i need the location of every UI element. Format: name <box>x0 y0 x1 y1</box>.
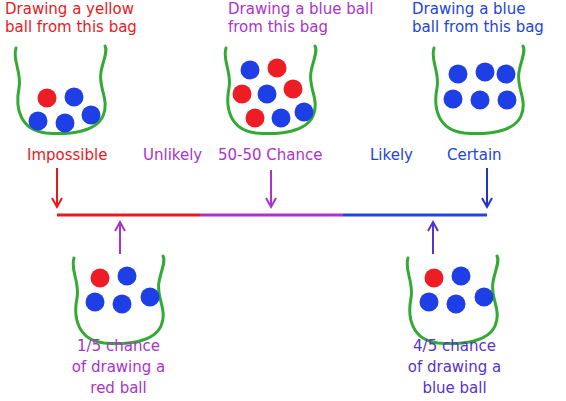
likelihood-label: Unlikely <box>143 146 202 164</box>
pointer-arrow <box>428 222 438 254</box>
blue-ball <box>56 114 75 133</box>
pointer-arrow <box>266 170 276 207</box>
bag-outline <box>68 252 168 347</box>
blue-ball <box>65 88 84 107</box>
blue-ball <box>497 65 516 84</box>
blue-ball <box>420 293 439 312</box>
line-impossible-segment <box>57 214 200 217</box>
bag-caption: 1/5 chance of drawing a red ball <box>71 336 166 399</box>
blue-ball <box>113 295 132 314</box>
line-likely-segment <box>343 214 487 217</box>
blue-ball <box>444 90 463 109</box>
bag-outline <box>10 42 110 137</box>
blue-ball <box>272 109 291 128</box>
bag-curve <box>225 46 316 134</box>
likelihood-label: 50-50 Chance <box>218 146 323 164</box>
bag-caption: Drawing a yellow ball from this bag <box>5 0 165 36</box>
blue-ball <box>241 61 260 80</box>
blue-ball <box>295 103 314 122</box>
likelihood-label: Likely <box>370 146 413 164</box>
likelihood-label: Impossible <box>27 146 107 164</box>
pointer-arrow <box>115 222 125 254</box>
bag-curve <box>433 46 524 134</box>
blue-ball <box>449 65 468 84</box>
red-ball <box>38 89 57 108</box>
blue-ball <box>29 112 48 131</box>
ball-bag: Drawing a blue ball from this bag <box>428 42 528 137</box>
blue-ball <box>447 295 466 314</box>
blue-ball <box>118 267 137 286</box>
blue-ball <box>476 63 495 82</box>
bag-curve <box>15 46 106 134</box>
blue-ball <box>86 293 105 312</box>
bag-caption: 4/5 chance of drawing a blue ball <box>407 336 502 399</box>
red-ball <box>91 269 110 288</box>
red-ball <box>246 109 265 128</box>
red-ball <box>425 269 444 288</box>
blue-ball <box>475 288 494 307</box>
blue-ball <box>498 91 517 110</box>
blue-ball <box>471 91 490 110</box>
bag-outline <box>220 42 320 137</box>
line-unlikely-segment <box>200 214 343 217</box>
ball-bag: 4/5 chance of drawing a blue ball <box>402 252 502 347</box>
red-ball <box>233 85 252 104</box>
bag-curve <box>407 256 498 344</box>
ball-bag: Drawing a blue ball from this bag <box>220 42 320 137</box>
red-ball <box>284 80 303 99</box>
bag-outline <box>402 252 502 347</box>
ball-bag: 1/5 chance of drawing a red ball <box>68 252 168 347</box>
blue-ball <box>452 267 471 286</box>
likelihood-label: Certain <box>447 146 502 164</box>
blue-ball <box>141 288 160 307</box>
ball-bag: Drawing a yellow ball from this bag <box>10 42 110 137</box>
bag-caption: Drawing a blue ball from this bag <box>228 0 383 36</box>
bag-curve <box>73 256 164 344</box>
bag-outline <box>428 42 528 137</box>
red-ball <box>268 59 287 78</box>
pointer-arrow <box>482 168 492 207</box>
pointer-arrow <box>52 168 62 207</box>
blue-ball <box>82 106 101 125</box>
bag-caption: Drawing a blue ball from this bag <box>412 0 552 36</box>
blue-ball <box>258 85 277 104</box>
